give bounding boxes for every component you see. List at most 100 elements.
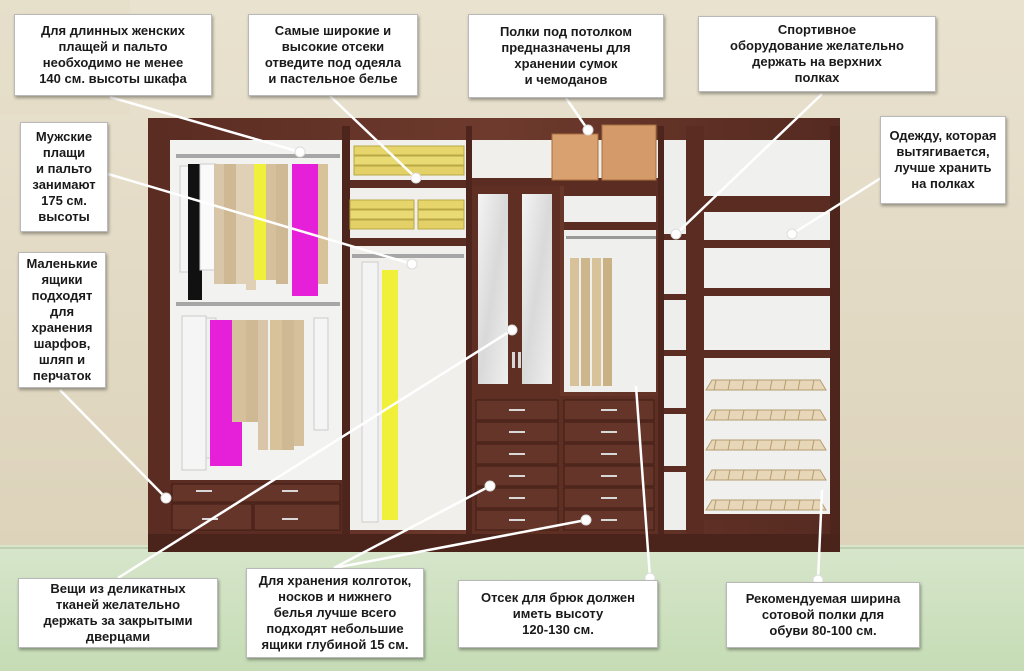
callout-trousers-section: Отсек для брюк должен иметь высоту 120-1…	[458, 580, 658, 648]
callout-sports-equipment: Спортивное оборудование желательно держа…	[698, 16, 936, 92]
rack-bar	[755, 499, 759, 511]
drawer-handle	[601, 475, 617, 477]
leader-dot	[582, 124, 594, 136]
leader-dot	[786, 228, 798, 240]
rack-bar	[755, 379, 759, 391]
leader-line	[329, 95, 417, 179]
rack-bar	[727, 499, 731, 511]
suitcase-box	[551, 133, 599, 181]
leader-dot	[484, 480, 496, 492]
callout-small-drawers: Маленькие ящики подходят для хранения ша…	[18, 252, 106, 388]
rack-bar	[797, 499, 801, 511]
leader-line	[816, 489, 824, 581]
rack-bar	[769, 409, 773, 421]
rack-bar	[741, 499, 745, 511]
leader-dot	[294, 146, 306, 158]
shoe-rack	[705, 499, 827, 511]
callout-delicate-fabrics: Вещи из деликатных тканей желательно дер…	[18, 578, 218, 648]
drawer-handle	[601, 497, 617, 499]
rack-bar	[713, 439, 717, 451]
leader-dot	[506, 324, 518, 336]
rack-bar	[713, 469, 717, 481]
white-garment	[361, 261, 379, 523]
callout-tights-drawers: Для хранения колготок, носков и нижнего …	[246, 568, 424, 658]
drawer-handle	[601, 409, 617, 411]
drawer-handle	[509, 453, 525, 455]
leader-line	[59, 389, 167, 499]
leader-line	[109, 95, 301, 154]
rack-bar	[769, 379, 773, 391]
rack-bar	[783, 469, 787, 481]
leader-lines	[59, 93, 901, 586]
hanging-rod-upper	[176, 154, 340, 158]
shoe-rack	[705, 439, 827, 451]
rack-bar	[755, 409, 759, 421]
rack-bar	[811, 499, 815, 511]
leader-line	[117, 328, 513, 580]
shoe-rack	[705, 409, 827, 421]
leader-dot	[160, 492, 172, 504]
drawer-handle	[509, 409, 525, 411]
rack-bar	[783, 499, 787, 511]
callout-shoe-shelf: Рекомендуемая ширина сотовой полки для о…	[726, 582, 920, 648]
shoe-rack	[705, 469, 827, 481]
rack-bar	[797, 379, 801, 391]
rack-bar	[811, 379, 815, 391]
rack-bar	[797, 409, 801, 421]
rack-bar	[727, 409, 731, 421]
rack-bar	[769, 469, 773, 481]
drawer-handle	[509, 519, 525, 521]
rack-bar	[741, 469, 745, 481]
rack-bar	[741, 439, 745, 451]
rack-bar	[811, 409, 815, 421]
rack-bar	[755, 469, 759, 481]
leader-line	[107, 172, 413, 266]
callout-long-coats: Для длинных женских плащей и пальто необ…	[14, 14, 212, 96]
leader-dot	[580, 514, 592, 526]
rack-bar	[769, 499, 773, 511]
drawer-handle	[509, 431, 525, 433]
callout-ceiling-shelves: Полки под потолком предназначены для хра…	[468, 14, 664, 98]
rack-bar	[727, 469, 731, 481]
leader-line	[333, 484, 491, 570]
rack-bar	[755, 439, 759, 451]
shoe-racks	[705, 379, 827, 511]
leader-line	[333, 518, 587, 570]
rack-bar	[713, 499, 717, 511]
yellow-garment	[382, 270, 398, 520]
rack-bar	[811, 439, 815, 451]
drawer-handle	[509, 475, 525, 477]
leader-dot	[410, 172, 422, 184]
rack-bar	[797, 439, 801, 451]
drawer-handle	[601, 453, 617, 455]
rack-bar	[769, 439, 773, 451]
leader-line	[634, 385, 652, 579]
leader-line	[675, 93, 823, 235]
rack-bar	[783, 379, 787, 391]
rack-bar	[783, 439, 787, 451]
rack-bar	[727, 379, 731, 391]
callout-wide-tall-sections: Самые широкие и высокие отсеки отведите …	[248, 14, 418, 96]
callout-mens-coats: Мужские плащи и пальто занимают 175 см. …	[20, 122, 108, 232]
small-drawers	[475, 399, 655, 531]
callout-stretch-clothes: Одежду, которая вытягивается, лучше хран…	[880, 116, 1006, 204]
rack-bar	[811, 469, 815, 481]
hanging-rod-lower	[176, 302, 340, 306]
rack-bar	[783, 409, 787, 421]
drawer-handle	[601, 431, 617, 433]
rack-bar	[741, 409, 745, 421]
rack-bar	[727, 439, 731, 451]
leader-dot	[670, 228, 682, 240]
rack-bar	[797, 469, 801, 481]
leader-line	[564, 97, 590, 131]
shoe-rack	[705, 379, 827, 391]
rack-bar	[713, 379, 717, 391]
suitcase-box	[601, 124, 657, 181]
drawer-handle	[601, 519, 617, 521]
drawer-handle	[509, 497, 525, 499]
leader-dot	[406, 258, 418, 270]
rack-bar	[713, 409, 717, 421]
rack-bar	[741, 379, 745, 391]
